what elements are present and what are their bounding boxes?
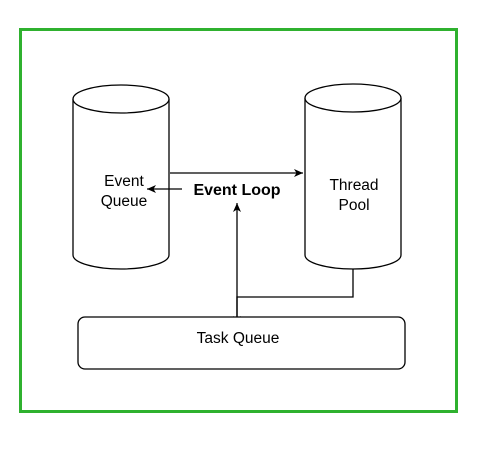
arrow-thread-pool-to-task-queue: [233, 269, 354, 325]
thread-pool-label-line2: Pool: [338, 197, 369, 214]
event-queue-label-line1: Event: [104, 173, 144, 190]
event-queue-cylinder: Event Queue: [72, 84, 170, 270]
task-queue-box: Task Queue: [77, 316, 406, 370]
event-loop-label: Event Loop: [193, 182, 280, 199]
event-queue-label-line2: Queue: [101, 193, 148, 210]
thread-pool-cylinder: Thread Pool: [304, 83, 402, 270]
thread-pool-label-line1: Thread: [329, 177, 378, 194]
task-queue-label: Task Queue: [197, 330, 280, 347]
